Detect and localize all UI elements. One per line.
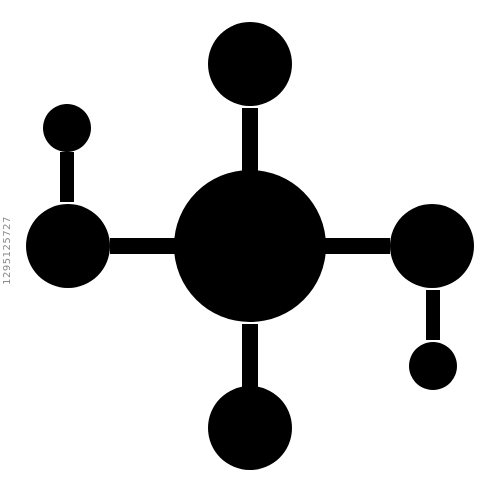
connector-hub-bottom [242,324,258,390]
image-id-label: 1295125727 [1,215,13,285]
right-satellite-node [409,342,457,390]
connector-left-satellite [60,152,74,202]
bottom-node [208,386,292,470]
right-node [390,204,474,288]
connector-right-satellite [426,290,440,340]
left-node [26,204,110,288]
top-node [208,22,292,106]
connector-hub-top [242,108,258,174]
hub-node [174,170,326,322]
image-id-label-container: 1295125727 [0,0,14,500]
connector-hub-left [110,238,176,254]
left-satellite-node [43,104,91,152]
connector-hub-right [324,238,390,254]
